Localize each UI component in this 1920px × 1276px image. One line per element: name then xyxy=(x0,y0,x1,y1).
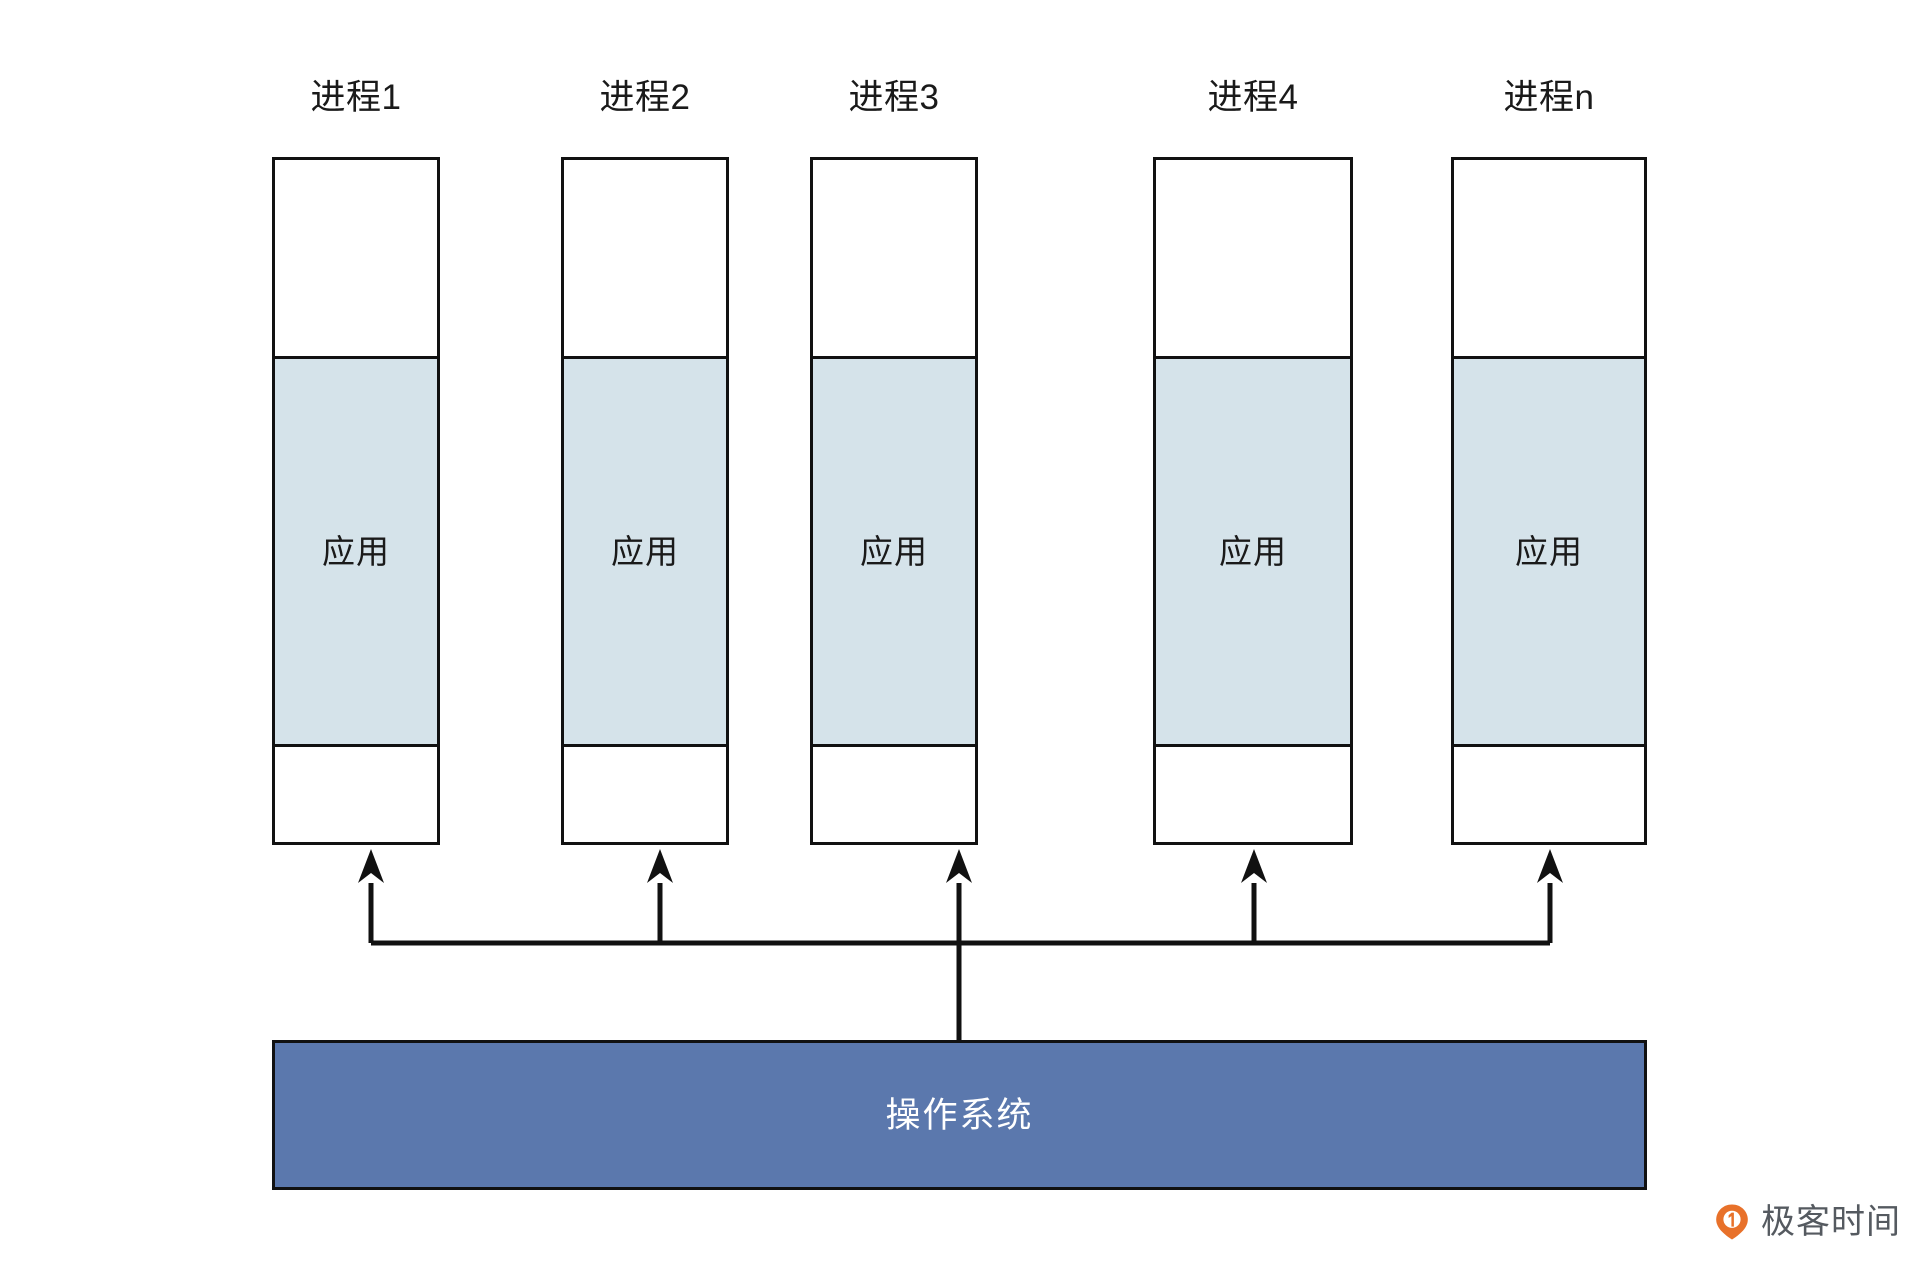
process-4-segment-bottom xyxy=(1156,747,1350,842)
process-2-segment-app: 应用 xyxy=(564,356,726,747)
process-n-segment-app: 应用 xyxy=(1454,356,1644,747)
process-column-1[interactable]: 应用 xyxy=(272,157,440,845)
process-column-n[interactable]: 应用 xyxy=(1451,157,1647,845)
process-label-n: 进程n xyxy=(1503,78,1595,117)
process-3-segment-app: 应用 xyxy=(813,356,975,747)
process-1-segment-bottom xyxy=(275,747,437,842)
process-4-app-label: 应用 xyxy=(1219,533,1287,570)
process-column-4[interactable]: 应用 xyxy=(1153,157,1353,845)
arrow-head-1 xyxy=(358,849,384,883)
geektime-pin-logo-icon xyxy=(1713,1203,1751,1241)
process-column-2[interactable]: 应用 xyxy=(561,157,729,845)
process-3-app-label: 应用 xyxy=(860,533,928,570)
process-n-segment-top xyxy=(1454,160,1644,356)
process-2-segment-bottom xyxy=(564,747,726,842)
process-label-3: 进程3 xyxy=(848,78,940,117)
process-1-segment-top xyxy=(275,160,437,356)
process-label-4: 进程4 xyxy=(1207,78,1299,117)
arrow-head-3 xyxy=(946,849,972,883)
watermark: 极客时间 xyxy=(1713,1203,1901,1241)
watermark-brand-text: 极客时间 xyxy=(1761,1203,1901,1241)
process-1-segment-app: 应用 xyxy=(275,356,437,747)
arrow-head-5 xyxy=(1537,849,1563,883)
process-column-3[interactable]: 应用 xyxy=(810,157,978,845)
process-2-segment-top xyxy=(564,160,726,356)
arrow-head-2 xyxy=(647,849,673,883)
process-n-segment-bottom xyxy=(1454,747,1644,842)
operating-system-box[interactable]: 操作系统 xyxy=(272,1040,1647,1190)
process-label-2: 进程2 xyxy=(599,78,691,117)
process-2-app-label: 应用 xyxy=(611,533,679,570)
process-label-1: 进程1 xyxy=(310,78,402,117)
process-n-app-label: 应用 xyxy=(1515,533,1583,570)
process-4-segment-app: 应用 xyxy=(1156,356,1350,747)
process-3-segment-top xyxy=(813,160,975,356)
process-3-segment-bottom xyxy=(813,747,975,842)
arrow-head-4 xyxy=(1241,849,1267,883)
process-1-app-label: 应用 xyxy=(322,533,390,570)
operating-system-label: 操作系统 xyxy=(885,1095,1034,1135)
process-4-segment-top xyxy=(1156,160,1350,356)
